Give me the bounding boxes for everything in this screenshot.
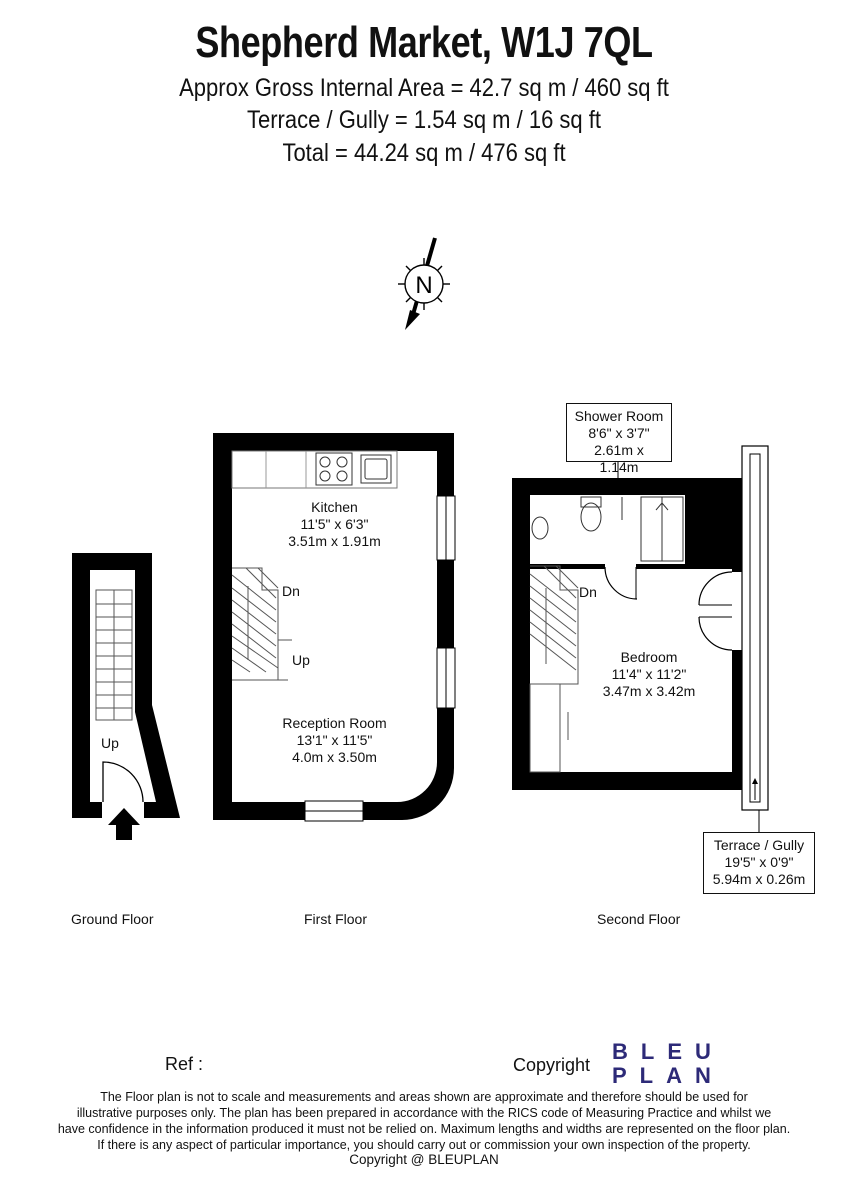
bleuplan-logo: BLEU PLAN <box>612 1039 724 1088</box>
entrance-arrow-icon <box>108 808 140 840</box>
ground-floor-stair-up-label: Up <box>101 735 119 751</box>
copyright-credit: Copyright @ BLEUPLAN <box>349 1152 499 1167</box>
terrace-callout: Terrace / Gully 19'5" x 0'9" 5.94m x 0.2… <box>703 832 815 894</box>
terrace-area-line: Terrace / Gully = 1.54 sq m / 16 sq ft <box>246 106 601 134</box>
ref-label: Ref : <box>165 1054 204 1074</box>
second-floor-stair-down-label: Dn <box>579 584 597 600</box>
disclaimer-text: The Floor plan is not to scale and measu… <box>57 1090 791 1152</box>
ground-floor-plan <box>72 553 180 840</box>
first-floor-stair-down-label: Dn <box>282 583 300 599</box>
compass-icon: N <box>398 237 450 330</box>
sink-icon <box>360 454 392 484</box>
second-floor-stair <box>529 565 579 773</box>
plan-title: Shepherd Market, W1J 7QL <box>195 18 653 67</box>
terrace-gully <box>741 445 769 811</box>
kitchen-counter <box>231 450 398 489</box>
copyright-label: Copyright <box>513 1055 591 1075</box>
bedroom-label: Bedroom 11'4" x 11'2" 3.47m x 3.42m <box>602 649 696 699</box>
first-floor-plan <box>213 433 456 822</box>
reception-label: Reception Room 13'1" x 11'5" 4.0m x 3.50… <box>282 715 387 765</box>
shower-room-callout: Shower Room 8'6" x 3'7" 2.61m x 1.14m <box>566 403 672 475</box>
total-area-line: Total = 44.24 sq m / 476 sq ft <box>282 139 566 167</box>
first-floor-label: First Floor <box>304 911 367 927</box>
first-floor-stair-up-label: Up <box>292 652 310 668</box>
second-floor-label: Second Floor <box>597 911 681 927</box>
kitchen-label: Kitchen 11'5" x 6'3" 3.51m x 1.91m <box>288 499 381 549</box>
second-floor-plan <box>512 445 769 832</box>
ground-floor-label: Ground Floor <box>71 911 154 927</box>
compass-north-label: N <box>415 272 432 299</box>
hob-icon <box>315 452 353 486</box>
first-floor-stair <box>231 567 292 681</box>
shower-fixtures-icon <box>531 496 684 562</box>
gross-area-line: Approx Gross Internal Area = 42.7 sq m /… <box>179 74 669 102</box>
